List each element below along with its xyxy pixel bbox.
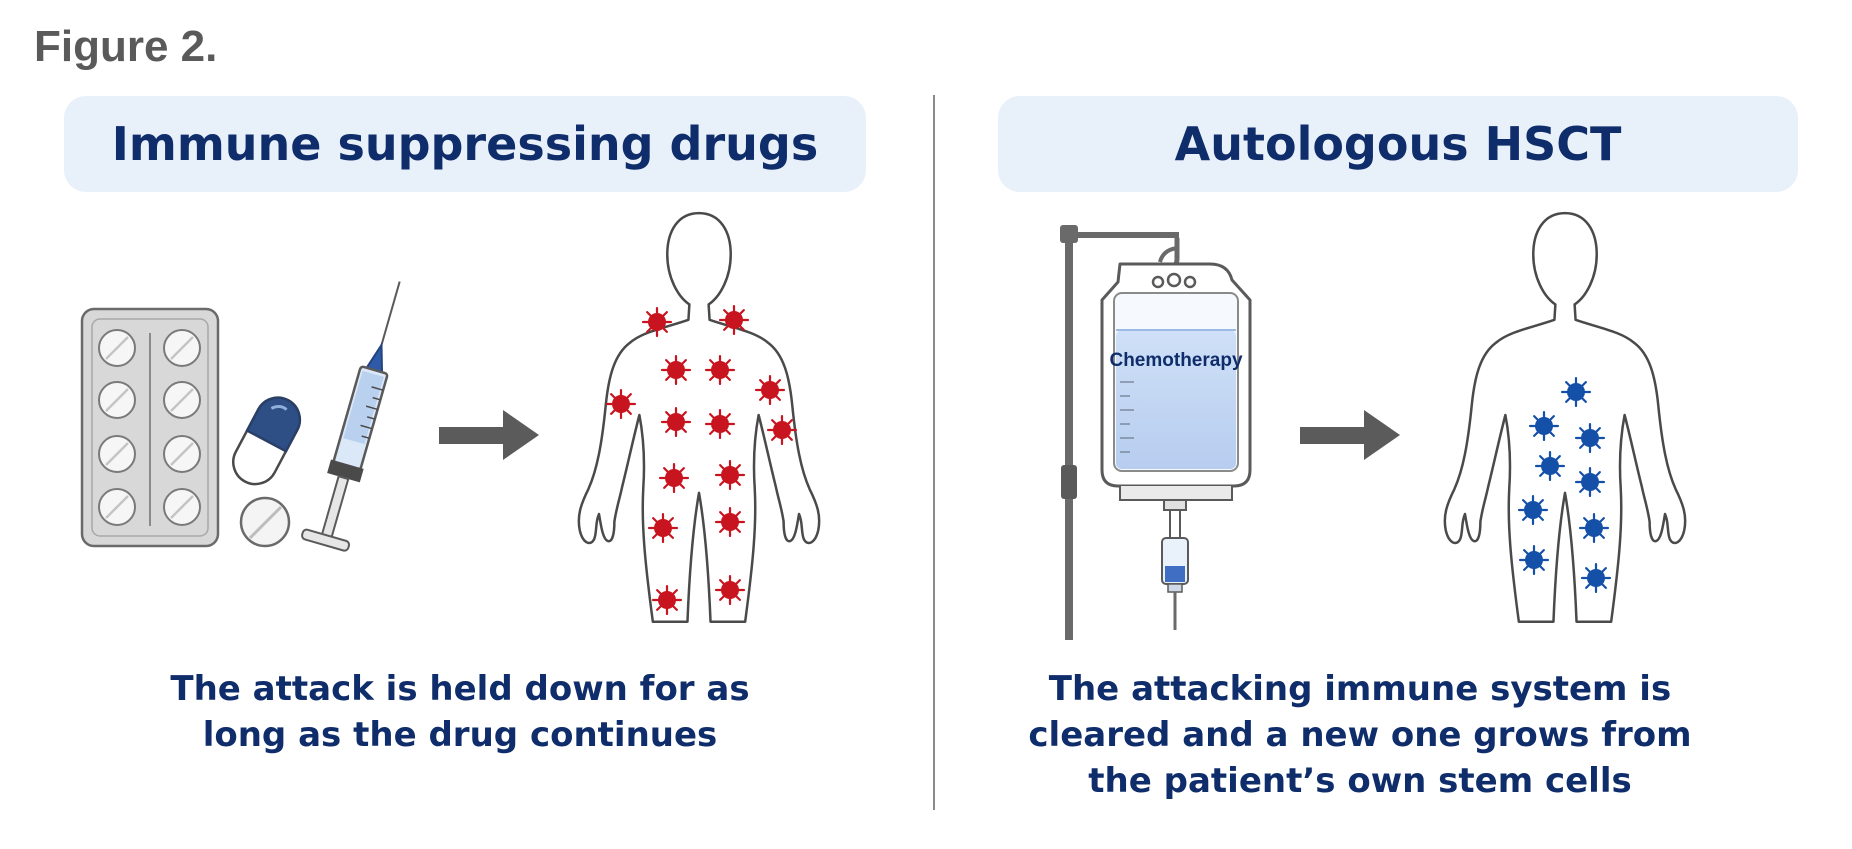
human-body-icon bbox=[577, 211, 821, 624]
left-panel-caption: The attack is held down for as long as t… bbox=[170, 669, 750, 755]
immune-cells-left bbox=[605, 304, 798, 616]
immune-cell-icon bbox=[1518, 544, 1550, 576]
arrow-right-icon bbox=[1300, 410, 1400, 460]
figure-label: Figure 2. bbox=[34, 22, 218, 71]
immune-cell-icon bbox=[718, 304, 750, 336]
iv-bag-icon: Chemotherapy bbox=[1100, 262, 1252, 630]
immune-cell-icon bbox=[1580, 562, 1612, 594]
immune-cell-icon bbox=[658, 462, 690, 494]
syringe-icon bbox=[301, 281, 401, 552]
immune-cell-icon bbox=[660, 406, 692, 438]
immune-cell-icon bbox=[1517, 494, 1549, 526]
immune-cell-icon bbox=[704, 354, 736, 386]
immune-cell-icon bbox=[651, 584, 683, 616]
arrow-right-icon bbox=[439, 410, 539, 460]
immune-cell-icon bbox=[1574, 422, 1606, 454]
blister-pack-icon bbox=[80, 307, 220, 548]
immune-cell-icon bbox=[1528, 410, 1560, 442]
immune-cell-icon bbox=[660, 354, 692, 386]
immune-cell-icon bbox=[704, 408, 736, 440]
panel-divider bbox=[933, 95, 935, 810]
immune-cells-right bbox=[1517, 376, 1612, 594]
immune-cell-icon bbox=[754, 374, 786, 406]
immune-cell-icon bbox=[714, 574, 746, 606]
immune-cell-icon bbox=[605, 388, 637, 420]
immune-cell-icon bbox=[1578, 512, 1610, 544]
immune-cell-icon bbox=[1574, 466, 1606, 498]
right-panel-title: Autologous HSCT bbox=[998, 96, 1798, 192]
immune-cell-icon bbox=[641, 306, 673, 338]
capsule-icon bbox=[232, 396, 302, 486]
immune-cell-icon bbox=[647, 512, 679, 544]
immune-cell-icon bbox=[766, 414, 798, 446]
right-panel-caption: The attacking immune system is cleared a… bbox=[1028, 669, 1692, 801]
immune-cell-icon bbox=[714, 459, 746, 491]
immune-cell-icon bbox=[714, 506, 746, 538]
tablet-icon bbox=[239, 496, 291, 548]
left-panel-title: Immune suppressing drugs bbox=[64, 96, 866, 192]
immune-cell-icon bbox=[1560, 376, 1592, 408]
iv-bag-label: Chemotherapy bbox=[1109, 350, 1242, 371]
immune-cell-icon bbox=[1534, 450, 1566, 482]
human-body-icon bbox=[1443, 211, 1687, 624]
